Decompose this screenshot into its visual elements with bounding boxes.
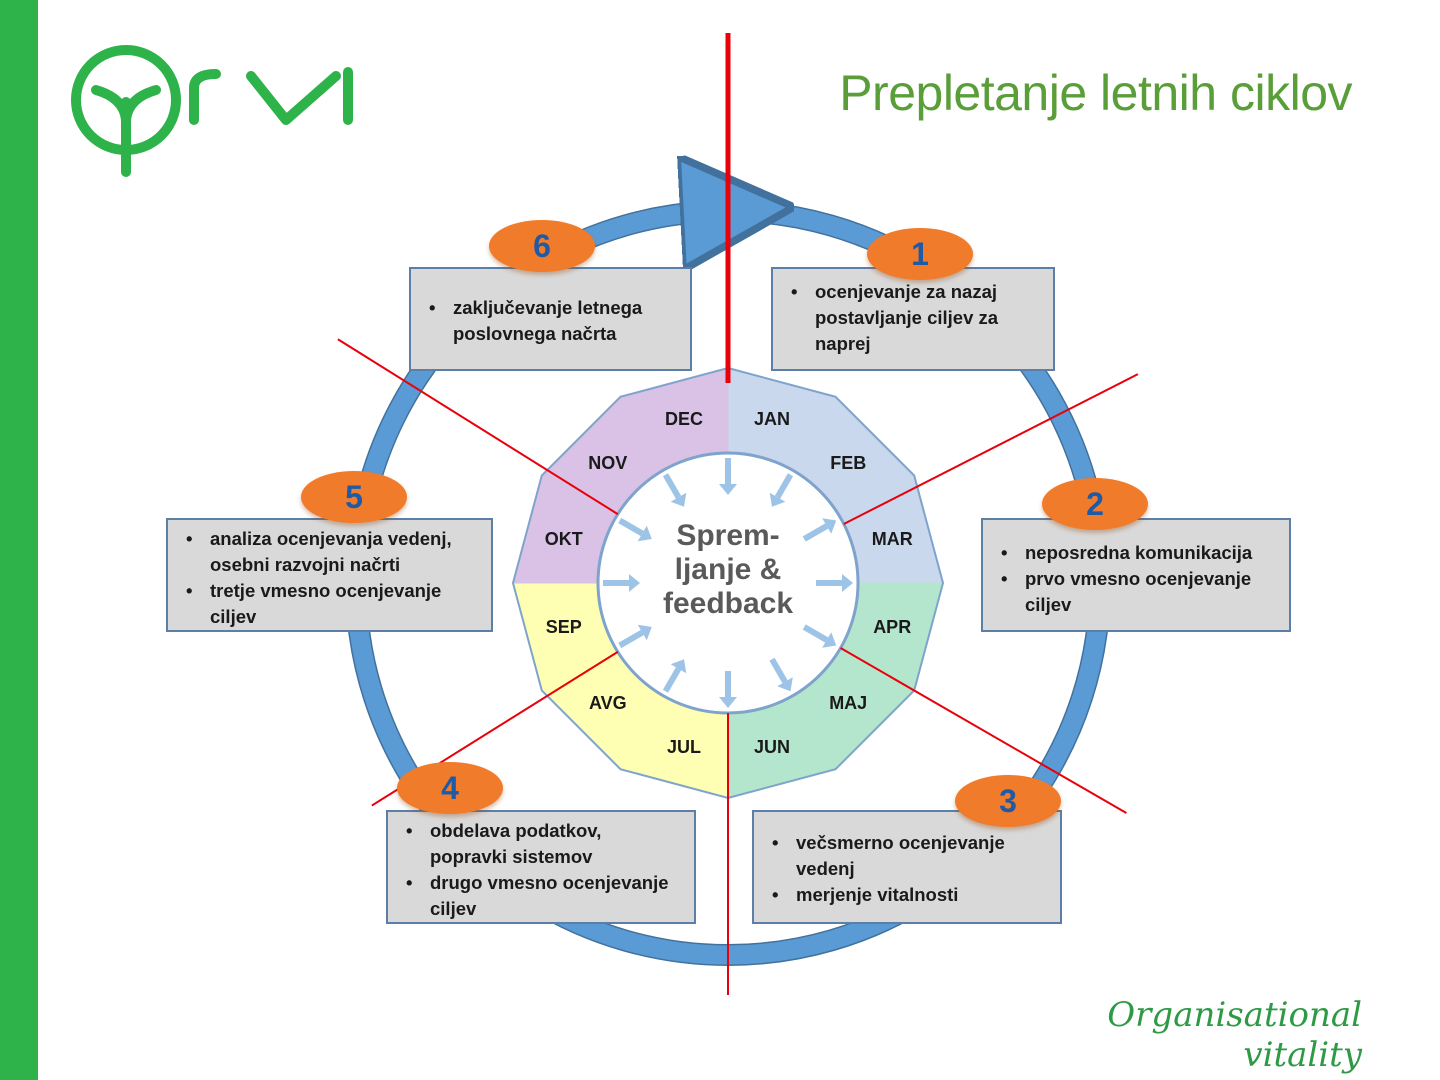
feedback-arrow-shaft bbox=[662, 473, 682, 499]
phase-5-item: analiza ocenjevanja vedenj, osebni razvo… bbox=[186, 526, 477, 578]
feedback-arrow-shaft bbox=[769, 657, 788, 684]
phase-1-box: ocenjevanje za nazaj postavljanje ciljev… bbox=[771, 267, 1055, 371]
month-label: JUL bbox=[667, 737, 701, 757]
feedback-arrow-shaft bbox=[774, 473, 794, 499]
feedback-arrow-head bbox=[637, 525, 652, 542]
month-label: FEB bbox=[830, 453, 866, 473]
month-label: SEP bbox=[546, 617, 582, 637]
feedback-arrow-head bbox=[670, 659, 687, 674]
feedback-arrow-head bbox=[637, 624, 652, 641]
phase-3-item: merjenje vitalnosti bbox=[772, 882, 1046, 908]
feedback-arrow-head bbox=[719, 697, 737, 708]
phase-1-item: ocenjevanje za nazaj postavljanje ciljev… bbox=[791, 279, 1039, 357]
brand-side-bar bbox=[0, 0, 38, 1080]
phase-2-badge: 2 bbox=[1042, 478, 1148, 530]
feedback-arrow-head bbox=[842, 574, 853, 592]
phase-4-box: obdelava podatkov, popravki sistemov dru… bbox=[386, 810, 696, 924]
feedback-arrows bbox=[603, 458, 853, 708]
phase-3-item: večsmerno ocenjevanje vedenj bbox=[772, 830, 1046, 882]
month-label: MAJ bbox=[829, 693, 867, 713]
phase-6-box: zaključevanje letnega poslovnega načrta bbox=[409, 267, 692, 371]
phase-5-badge: 5 bbox=[301, 471, 407, 523]
phase-4-item: drugo vmesno ocenjevanje ciljev bbox=[406, 870, 680, 922]
phase-1-badge: 1 bbox=[867, 228, 973, 280]
month-label: MAR bbox=[872, 529, 913, 549]
month-label: APR bbox=[873, 617, 911, 637]
month-label: NOV bbox=[588, 453, 627, 473]
phase-5-item: tretje vmesno ocenjevanje ciljev bbox=[186, 578, 477, 630]
tagline: Organisational vitality bbox=[1107, 995, 1362, 1075]
center-label-line: ljanje & bbox=[675, 553, 782, 586]
phase-5-box: analiza ocenjevanja vedenj, osebni razvo… bbox=[166, 518, 493, 632]
phase-6-badge: 6 bbox=[489, 220, 595, 272]
rvi-logo bbox=[71, 45, 353, 177]
feedback-arrow-head bbox=[822, 632, 837, 648]
phase-divider-line bbox=[843, 373, 1139, 525]
feedback-arrow-head bbox=[629, 574, 640, 592]
feedback-arrow-head bbox=[822, 518, 837, 534]
feedback-arrow-head bbox=[670, 492, 687, 507]
phase-4-item: obdelava podatkov, popravki sistemov bbox=[406, 818, 680, 870]
phase-4-badge: 4 bbox=[397, 762, 503, 814]
phase-divider-line bbox=[840, 647, 1127, 814]
month-label: AVG bbox=[589, 693, 627, 713]
phase-2-item: prvo vmesno ocenjevanje ciljev bbox=[1001, 566, 1275, 618]
phase-2-item: neposredna komunikacija bbox=[1001, 540, 1275, 566]
feedback-arrow-head bbox=[719, 484, 737, 495]
month-ring: JAN FEB MAR APR MAJ JUN JUL AVG SEP OKT NOV DEC bbox=[511, 366, 945, 800]
feedback-arrow-head bbox=[769, 492, 786, 507]
center-label-line: Sprem- bbox=[676, 519, 779, 552]
phase-2-box: neposredna komunikacija prvo vmesno ocen… bbox=[981, 518, 1291, 632]
feedback-arrow-shaft bbox=[618, 629, 644, 649]
feedback-arrow-shaft bbox=[618, 517, 644, 537]
phase-3-box: večsmerno ocenjevanje vedenj merjenje vi… bbox=[752, 810, 1062, 924]
month-label: DEC bbox=[665, 409, 703, 429]
feedback-arrow-shaft bbox=[802, 523, 829, 542]
center-circle: Sprem-ljanje &feedback bbox=[596, 451, 860, 715]
feedback-arrow-shaft bbox=[802, 624, 829, 643]
month-label: JUN bbox=[754, 737, 790, 757]
phase-divider-line bbox=[337, 338, 619, 515]
feedback-arrow-shaft bbox=[662, 667, 682, 693]
center-label-line: feedback bbox=[663, 587, 793, 620]
phase-6-item: zaključevanje letnega poslovnega načrta bbox=[429, 295, 676, 347]
feedback-arrow-head bbox=[777, 677, 793, 692]
month-label: OKT bbox=[545, 529, 583, 549]
slide-title: Prepletanje letnih ciklov bbox=[839, 65, 1352, 121]
month-label: JAN bbox=[754, 409, 790, 429]
phase-3-badge: 3 bbox=[955, 775, 1061, 827]
